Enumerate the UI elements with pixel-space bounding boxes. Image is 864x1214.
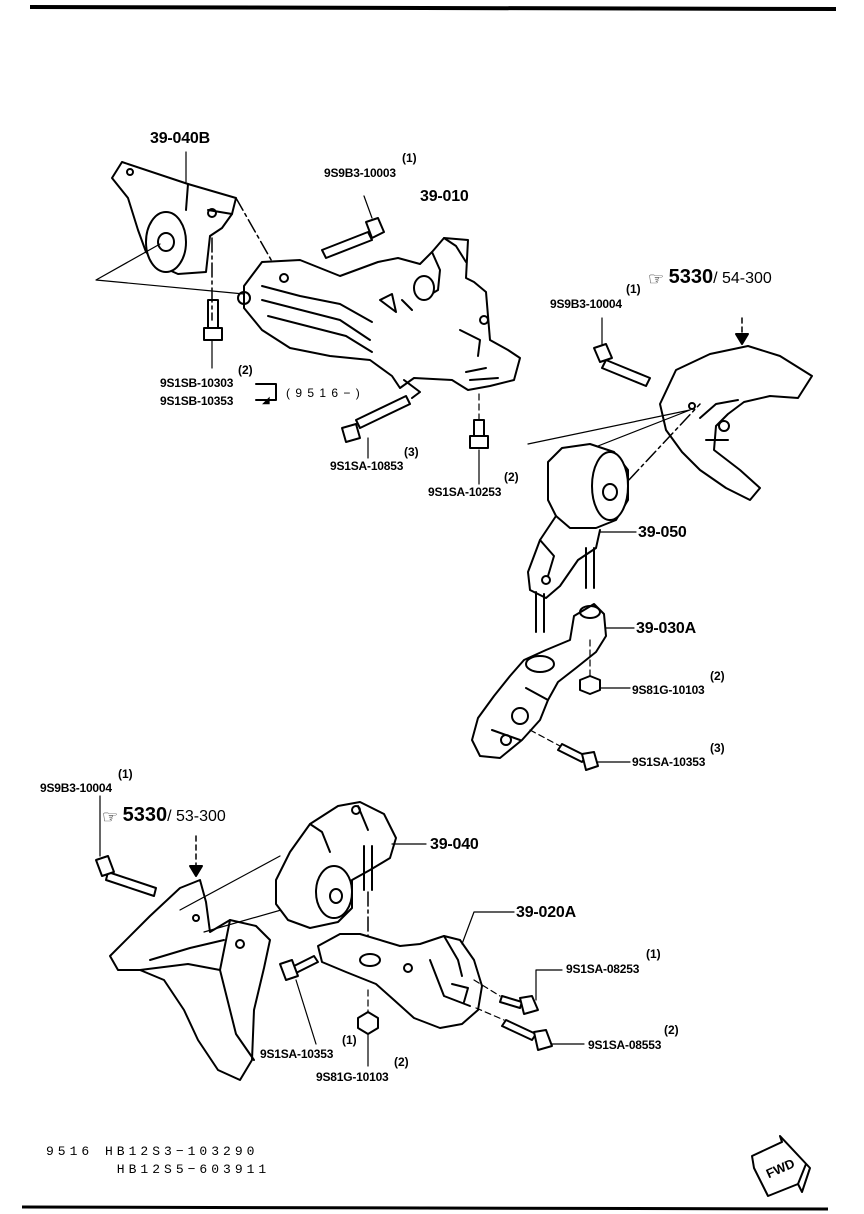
bolt-code: 9S1SA-10253 bbox=[428, 485, 502, 499]
bolt-qty: (2) bbox=[664, 1023, 679, 1037]
serial-note-line-1: 9516 HB12S3−103290 bbox=[46, 1144, 259, 1159]
bolt-icon bbox=[321, 217, 385, 259]
body-bracket-top-right bbox=[659, 345, 813, 501]
bolt-icon bbox=[557, 743, 599, 771]
part-label-39-040B: 39-040B bbox=[150, 130, 210, 147]
bolt-qty: (1) bbox=[402, 151, 417, 165]
fwd-arrow-icon: FWD bbox=[751, 1135, 811, 1197]
bolt-code: 9S1SA-08253 bbox=[566, 962, 640, 976]
bolt-code: 9S1SA-10353 bbox=[260, 1047, 334, 1061]
bolt-qty: (1) bbox=[626, 282, 641, 296]
bolt-icon bbox=[501, 1019, 553, 1051]
serial-range: ( 9 5 1 6 − ) bbox=[286, 386, 361, 400]
bolt-qty: (1) bbox=[118, 767, 133, 781]
cross-reference-bottom-left[interactable]: ☜ 5330/ 53-300 bbox=[102, 804, 226, 828]
bolt-qty: (2) bbox=[504, 470, 519, 484]
bracket-39-030A bbox=[471, 603, 607, 759]
bracket-39-010 bbox=[237, 237, 521, 399]
body-bracket-bottom-left bbox=[109, 879, 271, 1081]
engine-mount-39-040 bbox=[275, 801, 397, 929]
bolt-icon bbox=[95, 855, 157, 897]
reference-figure: 5330 bbox=[122, 804, 168, 826]
bolt-code: 9S9B3-10004 bbox=[550, 297, 622, 311]
pointing-hand-icon: ☜ bbox=[648, 269, 665, 289]
part-label-39-050: 39-050 bbox=[638, 524, 687, 541]
bolt-icon bbox=[499, 995, 539, 1015]
bolt-code: 9S1SB-10303 bbox=[160, 376, 234, 390]
reference-figure: 5330 bbox=[668, 266, 714, 288]
engine-mount-39-050 bbox=[527, 443, 629, 633]
bracket-39-020A bbox=[317, 933, 483, 1029]
bracket-39-040B bbox=[111, 161, 237, 275]
bolt-qty: (2) bbox=[710, 669, 725, 683]
bolt-code: 9S1SA-10853 bbox=[330, 459, 404, 473]
bolt-icon bbox=[279, 955, 319, 981]
bolt-code: 9S1SA-08553 bbox=[588, 1038, 662, 1052]
bolt-icon bbox=[203, 299, 223, 341]
bolt-qty: (3) bbox=[710, 741, 725, 755]
nut-icon bbox=[579, 675, 601, 695]
nut-icon bbox=[357, 1011, 379, 1035]
bolt-icon bbox=[593, 343, 651, 387]
bottom-rule bbox=[21, 1205, 829, 1211]
bolt-code: 9S9B3-10003 bbox=[324, 166, 396, 180]
bolt-qty: (2) bbox=[238, 363, 253, 377]
bolt-code: 9S1SB-10353 bbox=[160, 394, 234, 408]
bolt-code: 9S81G-10103 bbox=[632, 683, 705, 697]
pointing-hand-icon: ☜ bbox=[102, 807, 119, 827]
bolt-qty: (3) bbox=[404, 445, 419, 459]
reference-section: / 54-300 bbox=[713, 270, 772, 287]
bolt-qty: (1) bbox=[646, 947, 661, 961]
bolt-icon bbox=[341, 395, 411, 443]
bolt-qty: (1) bbox=[342, 1033, 357, 1047]
part-label-39-010: 39-010 bbox=[420, 188, 469, 205]
change-arrow-icon: ◢ bbox=[262, 395, 270, 406]
part-label-39-020A: 39-020A bbox=[516, 904, 576, 921]
cross-reference-top-right[interactable]: ☜ 5330/ 54-300 bbox=[648, 266, 772, 290]
serial-note-line-2: HB12S5−603911 bbox=[46, 1162, 271, 1177]
bolt-code: 9S1SA-10353 bbox=[632, 755, 706, 769]
reference-section: / 53-300 bbox=[167, 808, 226, 825]
bolt-code: 9S81G-10103 bbox=[316, 1070, 389, 1084]
part-label-39-040: 39-040 bbox=[430, 836, 479, 853]
bolt-qty: (2) bbox=[394, 1055, 409, 1069]
bolt-icon bbox=[469, 419, 489, 449]
top-rule bbox=[29, 5, 837, 11]
bolt-code: 9S9B3-10004 bbox=[40, 781, 112, 795]
part-label-39-030A: 39-030A bbox=[636, 620, 696, 637]
